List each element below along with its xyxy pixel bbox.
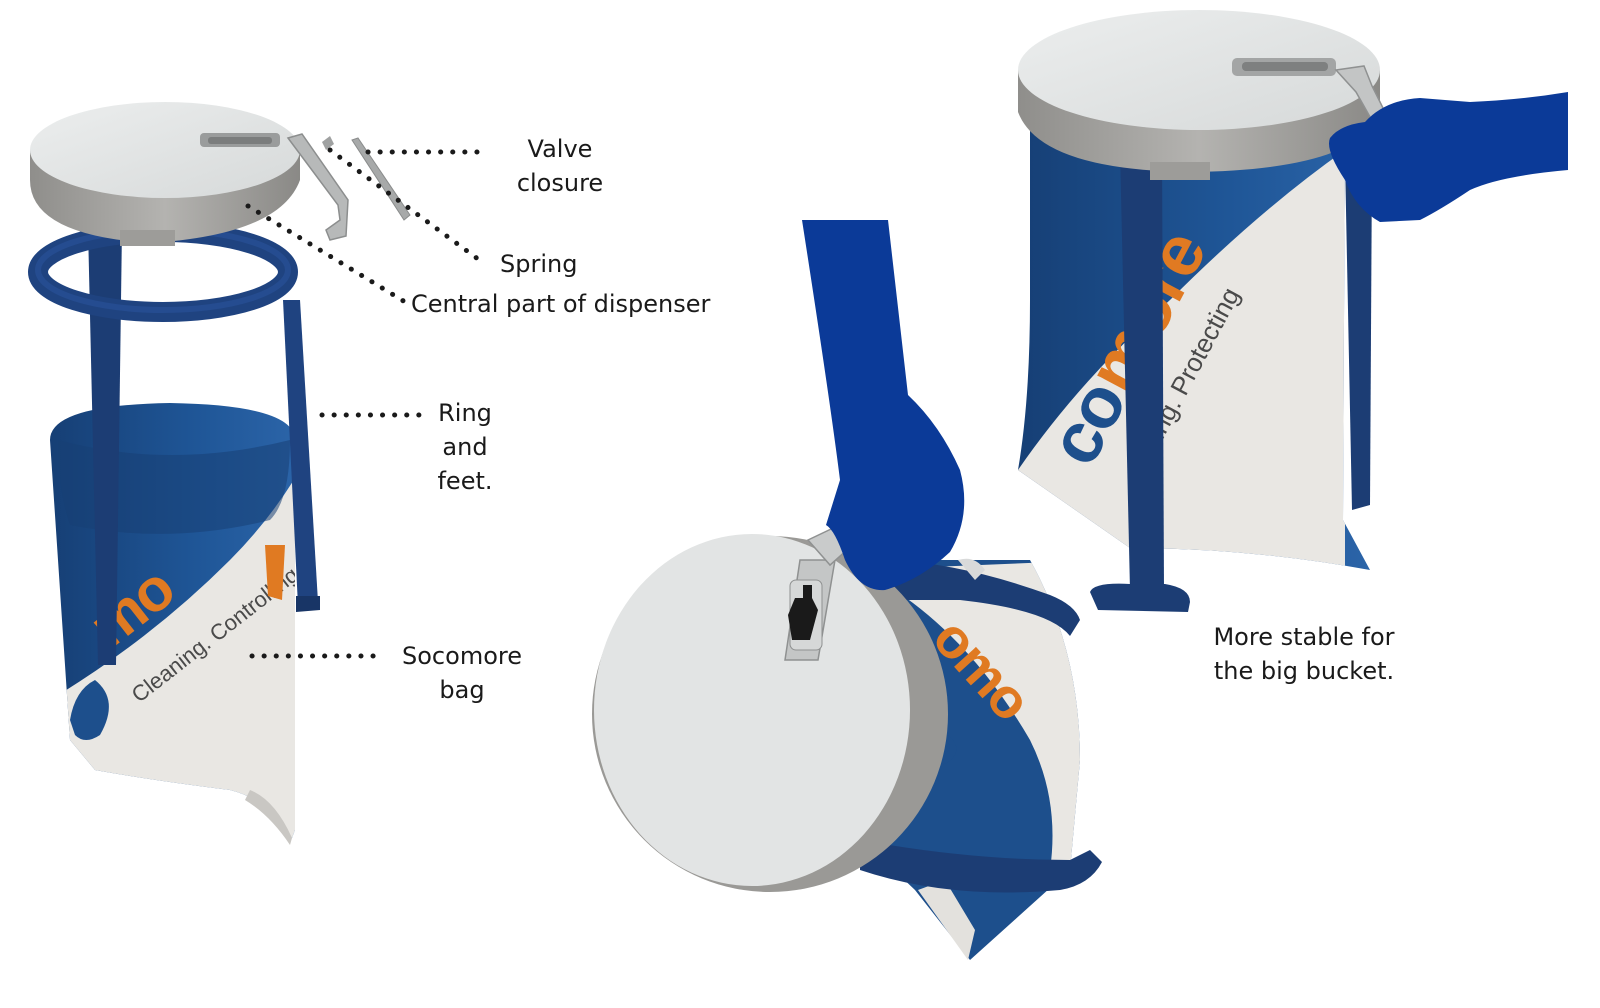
label-spring: Spring (500, 250, 578, 278)
hand-middle (802, 220, 965, 591)
dispenser-lid-middle (592, 518, 948, 892)
label-ring-and-feet: Ring and feet. (420, 396, 510, 498)
label-valve-closure-line1: Valve (527, 135, 593, 163)
valve-closure-left (286, 133, 411, 241)
label-socomore-bag: Socomore bag (392, 639, 532, 707)
label-central-part: Central part of dispenser (411, 290, 711, 318)
socomore-bag-right: co more ing. Protecting (1018, 120, 1370, 570)
socomore-bag-left: mo Cleaning. Controlling. Protecting (50, 403, 295, 845)
label-stable-line1: More stable for (1213, 623, 1395, 651)
label-ring-line1: Ring (438, 399, 492, 427)
label-ring-line3: feet. (437, 467, 493, 495)
label-bag-line2: bag (439, 676, 485, 704)
label-stable-line2: the big bucket. (1213, 657, 1395, 685)
standing-assembly: co more ing. Protecting (1018, 10, 1568, 612)
hand-right (1329, 92, 1568, 222)
carried-assembly: omo co (592, 220, 1102, 960)
exploded-assembly: mo Cleaning. Controlling. Protecting (28, 102, 489, 845)
label-valve-closure-line2: closure (516, 169, 604, 197)
label-ring-line2: and (442, 433, 488, 461)
dispenser-lid-left (30, 102, 300, 246)
label-bag-line1: Socomore (402, 642, 522, 670)
feet-right (1090, 150, 1372, 612)
label-stable-note: More stable for the big bucket. (1204, 620, 1404, 688)
dispenser-lid-right (1018, 10, 1390, 180)
leader-lines-left (245, 147, 489, 659)
label-valve-closure: Valve closure (500, 132, 620, 200)
